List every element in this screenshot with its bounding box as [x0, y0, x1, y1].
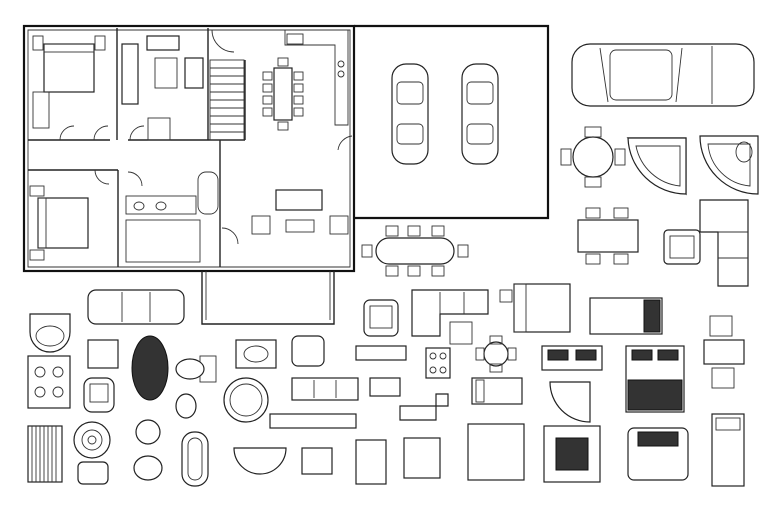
- striped-rug: [27, 425, 63, 483]
- small-round-table: [135, 419, 161, 445]
- bedroom-1: [32, 35, 109, 141]
- stair: [209, 29, 245, 141]
- garage-car-2: [461, 63, 499, 165]
- l-shaped-sofa: [699, 199, 749, 287]
- small-armchair: [291, 335, 325, 367]
- toilet: [175, 355, 217, 383]
- sofa-3-seat-small: [291, 377, 359, 401]
- round-rug-ring: [223, 377, 269, 423]
- cooktop: [425, 347, 451, 379]
- garage: [354, 24, 550, 220]
- rectangular-table-6-chairs: [577, 207, 639, 265]
- garage-car-1: [391, 63, 429, 165]
- sofa-with-cushions: [541, 345, 603, 371]
- oval-rug: [131, 335, 169, 401]
- single-bed-tall: [711, 413, 745, 487]
- bench-1: [355, 345, 407, 361]
- office-chair: [83, 377, 115, 413]
- small-toilet: [175, 393, 197, 419]
- floor-plan: [22, 24, 550, 325]
- sectional-sofa: [411, 289, 489, 345]
- bathroom: [125, 171, 239, 263]
- corner-sofa: [399, 393, 449, 421]
- desk-with-chair: [471, 377, 523, 405]
- three-seat-sofa: [87, 289, 185, 325]
- corner-bathtub: [626, 137, 687, 196]
- square-table-2-chairs: [301, 447, 333, 475]
- house-outer-wall: [22, 24, 356, 273]
- bench-long: [269, 413, 357, 429]
- dining-table-4-chairs: [355, 439, 387, 485]
- porch: [201, 271, 335, 325]
- lounge-chair: [363, 299, 399, 337]
- car-top-view: [571, 43, 755, 107]
- single-bed-hatched: [589, 297, 663, 335]
- bed-with-table: [467, 423, 525, 481]
- dining-kitchen: [262, 29, 353, 151]
- armchair-hatched: [627, 427, 689, 481]
- double-sink: [403, 437, 441, 479]
- chair-rounded: [77, 461, 109, 485]
- armchair: [663, 229, 701, 265]
- lounge-chair-top: [29, 313, 71, 353]
- round-table-4-chairs: [560, 126, 626, 188]
- wash-basin-round: [233, 447, 287, 475]
- corner-spa-tub: [699, 135, 759, 195]
- round-rug: [73, 421, 111, 459]
- washbasin: [235, 339, 277, 369]
- single-bed-with-nightstands: [499, 283, 571, 333]
- oval-table-8-chairs: [361, 225, 469, 277]
- lounge: [251, 189, 349, 235]
- round-dining-set: [475, 335, 517, 373]
- loveseat: [369, 377, 401, 397]
- bedroom-2: [29, 169, 110, 261]
- freestanding-bathtub: [181, 431, 209, 487]
- living-room: [121, 35, 204, 141]
- shower-tray: [549, 381, 591, 423]
- tv-unit: [87, 339, 119, 369]
- double-bed: [625, 345, 685, 413]
- gas-stove: [27, 355, 71, 409]
- chair-with-table: [703, 315, 745, 389]
- bidet: [133, 455, 163, 481]
- hatched-shower: [543, 425, 601, 483]
